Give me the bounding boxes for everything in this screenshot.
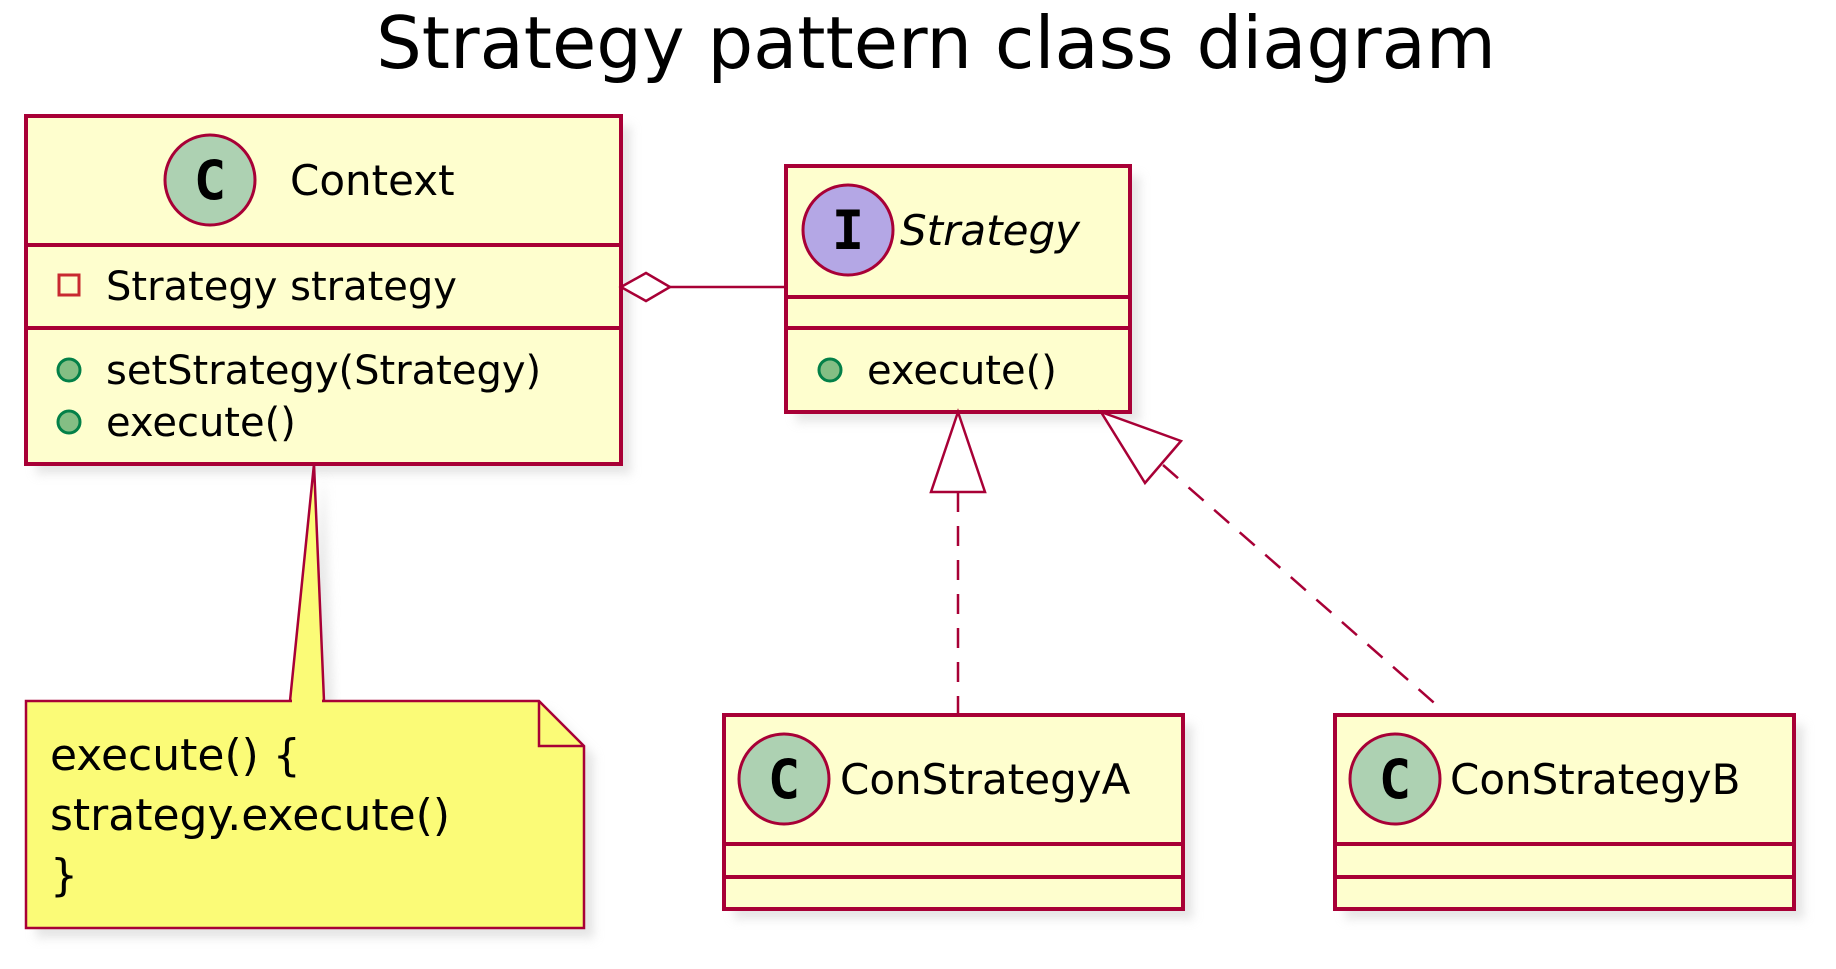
note-connector bbox=[288, 463, 326, 703]
class-badge-icon bbox=[737, 732, 831, 826]
note-line: strategy.execute() bbox=[50, 790, 450, 841]
note-body bbox=[24, 699, 586, 930]
context-method: execute() bbox=[106, 400, 296, 446]
strategy-name: Strategy bbox=[900, 206, 1081, 255]
note-line: } bbox=[50, 850, 78, 901]
diagram-title: Strategy pattern class diagram bbox=[376, 1, 1496, 85]
execute-note[interactable]: execute() { strategy.execute() } bbox=[24, 463, 594, 938]
class-badge-icon bbox=[1348, 732, 1442, 826]
note-fold-icon bbox=[537, 701, 584, 748]
context-class[interactable]: C Context Strategy strategy setStrategy(… bbox=[24, 114, 631, 474]
context-field: Strategy strategy bbox=[106, 264, 457, 310]
constrategyb-name: ConStrategyB bbox=[1450, 755, 1740, 804]
constrategya-class[interactable]: C ConStrategyA bbox=[722, 713, 1193, 919]
aggregation-link bbox=[618, 271, 786, 303]
realization-arrow-icon bbox=[1098, 409, 1184, 486]
context-method: setStrategy(Strategy) bbox=[106, 348, 541, 394]
realization-link-a bbox=[929, 408, 987, 715]
public-method-icon bbox=[56, 357, 82, 383]
class-badge-icon bbox=[163, 133, 257, 227]
class-badge-letter: C bbox=[768, 748, 801, 811]
strategy-interface[interactable]: I Strategy execute() bbox=[784, 164, 1140, 422]
realization-arrow-icon bbox=[929, 408, 987, 494]
context-name: Context bbox=[290, 156, 455, 205]
interface-badge-icon bbox=[801, 183, 895, 277]
strategy-method: execute() bbox=[867, 348, 1057, 394]
public-method-icon bbox=[817, 357, 843, 383]
realization-link-b bbox=[1098, 409, 1441, 709]
class-badge-letter: C bbox=[1379, 748, 1412, 811]
constrategyb-class[interactable]: C ConStrategyB bbox=[1333, 713, 1804, 919]
aggregation-diamond-icon bbox=[618, 271, 673, 303]
interface-badge-letter: I bbox=[832, 199, 865, 262]
public-method-icon bbox=[56, 409, 82, 435]
private-field-icon bbox=[57, 273, 81, 297]
note-line: execute() { bbox=[50, 730, 301, 781]
class-badge-letter: C bbox=[194, 149, 227, 212]
constrategya-name: ConStrategyA bbox=[840, 755, 1131, 804]
